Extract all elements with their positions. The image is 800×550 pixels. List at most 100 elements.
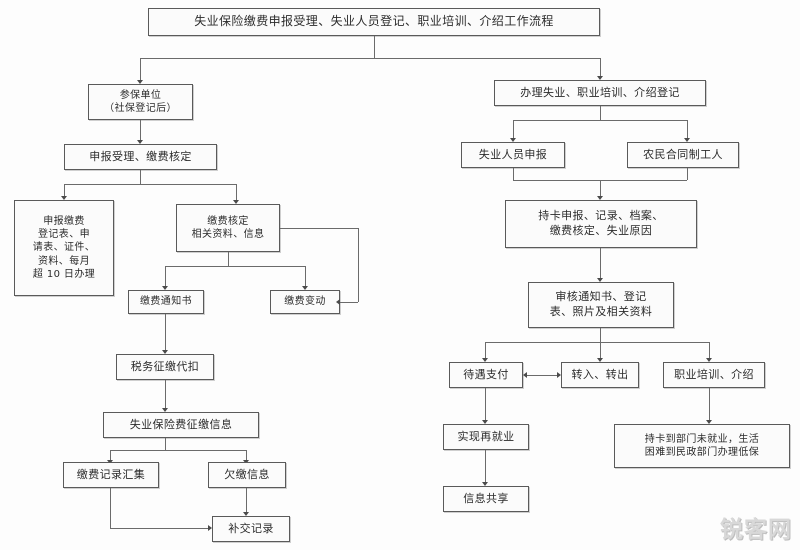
connector-pay-to-reemploy xyxy=(485,388,486,422)
connector-tax-to-feeinfo xyxy=(165,380,166,410)
connector-right-branch-drop xyxy=(600,58,601,78)
node-payment-change-label: 缴费变动 xyxy=(284,296,326,308)
arrow-handle-to-farmer xyxy=(684,138,690,142)
connector-jobless-down xyxy=(513,168,514,180)
node-fee-verification: 缴费核定 相关资料、信息 xyxy=(176,204,280,252)
node-training-intro-label: 职业培训、介绍 xyxy=(674,367,754,381)
node-benefit-payment: 待遇支付 xyxy=(449,362,523,388)
connector-notice-to-tax xyxy=(165,314,166,352)
node-transfer-in-out: 转入、转出 xyxy=(561,362,639,388)
arrow-notice-to-tax xyxy=(162,350,168,354)
arrow-record-to-supplement xyxy=(208,525,212,531)
node-title-bar: 失业保险缴费申报受理、失业人员登记、职业培训、介绍工作流程 xyxy=(148,8,600,36)
node-audit-notice-label: 审核通知书、登记 表、照片及相关资料 xyxy=(549,290,653,318)
connector-audit-stem xyxy=(600,328,601,342)
node-training-intro: 职业培训、介绍 xyxy=(663,362,765,388)
node-low-income-support: 持卡到部门未就业，生活 困难到民政部门办理低保 xyxy=(614,424,790,468)
arrow-change-loop xyxy=(336,299,340,305)
arrow-verify-to-change xyxy=(302,286,308,290)
connector-left-branch-drop xyxy=(140,58,141,82)
node-arrears-info-label: 欠缴信息 xyxy=(224,467,270,481)
arrow-card-to-audit xyxy=(597,278,603,282)
node-arrears-info: 欠缴信息 xyxy=(208,462,286,488)
connector-audit-to-pay xyxy=(485,342,486,360)
connector-record-elbow-across xyxy=(110,528,210,529)
arrow-left-branch xyxy=(137,80,143,84)
arrow-arrears-to-supplement xyxy=(243,512,249,516)
connector-card-to-audit xyxy=(600,248,601,280)
node-transfer-in-out-label: 转入、转出 xyxy=(571,367,629,381)
connector-arrears-to-supplement xyxy=(246,488,247,514)
node-tax-collection-label: 税务征缴代扣 xyxy=(130,359,200,373)
node-handle-registration: 办理失业、职业培训、介绍登记 xyxy=(494,80,706,106)
node-fee-verification-label: 缴费核定 相关资料、信息 xyxy=(191,215,265,240)
connector-handle-split xyxy=(513,120,687,121)
arrow-audit-to-training xyxy=(706,358,712,362)
connector-accept-to-docs xyxy=(64,184,65,198)
connector-unit-to-accept xyxy=(140,120,141,142)
node-insured-unit: 参保单位 （社保登记后） xyxy=(88,84,193,120)
connector-audit-to-training xyxy=(709,342,710,360)
connector-accept-stem xyxy=(140,170,141,184)
node-accept-verify: 申报受理、缴费核定 xyxy=(64,144,217,170)
node-payment-record-label: 缴费记录汇集 xyxy=(76,467,146,481)
node-payment-change: 缴费变动 xyxy=(270,290,340,314)
connector-reemploy-to-share xyxy=(485,450,486,484)
node-low-income-support-label: 持卡到部门未就业，生活 困难到民政部门办理低保 xyxy=(644,433,760,458)
node-tax-collection: 税务征缴代扣 xyxy=(116,354,214,380)
node-info-share: 信息共享 xyxy=(443,486,529,512)
node-declare-documents: 申报缴费 登记表、申 请表、证件、 资料、每月 超 10 日办理 xyxy=(14,200,114,296)
connector-accept-split xyxy=(64,184,236,185)
node-insured-unit-label: 参保单位 （社保登记后） xyxy=(104,89,177,114)
node-card-declare-label: 持卡申报、记录、档案、 缴费核定、失业原因 xyxy=(538,209,664,237)
connector-pay-transfer xyxy=(527,375,557,376)
connector-handle-stem xyxy=(600,106,601,120)
node-declare-documents-label: 申报缴费 登记表、申 请表、证件、 资料、每月 超 10 日办理 xyxy=(32,216,96,280)
arrow-accept-to-docs xyxy=(61,196,67,200)
arrow-tax-to-feeinfo xyxy=(162,408,168,412)
connector-verify-split xyxy=(165,266,305,267)
node-jobless-declare: 失业人员申报 xyxy=(461,142,565,168)
node-supplement-record: 补交记录 xyxy=(212,516,290,542)
node-title-bar-label: 失业保险缴费申报受理、失业人员登记、职业培训、介绍工作流程 xyxy=(194,14,554,29)
node-payment-notice-label: 缴费通知书 xyxy=(140,296,192,308)
connector-audit-split xyxy=(485,342,709,343)
connector-title-split xyxy=(140,58,600,59)
node-payment-notice: 缴费通知书 xyxy=(128,290,204,314)
arrow-verify-to-notice xyxy=(162,286,168,290)
connector-audit-to-transfer xyxy=(600,342,601,360)
connector-verify-to-notice xyxy=(165,266,166,288)
node-handle-registration-label: 办理失业、职业培训、介绍登记 xyxy=(520,85,680,99)
arrow-audit-to-pay xyxy=(482,358,488,362)
arrow-pay-to-reemploy xyxy=(482,420,488,424)
node-audit-notice: 审核通知书、登记 表、照片及相关资料 xyxy=(528,282,674,328)
node-benefit-payment-label: 待遇支付 xyxy=(463,367,509,381)
connector-feeinfo-to-record xyxy=(110,450,111,462)
arrow-handle-to-jobless xyxy=(510,138,516,142)
arrow-accept-to-verify xyxy=(233,200,239,204)
connector-verify-stem xyxy=(228,252,229,266)
node-fee-info: 失业保险费征缴信息 xyxy=(103,412,259,438)
connector-feeinfo-to-arrears xyxy=(246,450,247,462)
node-reemployment: 实现再就业 xyxy=(443,424,529,450)
connector-handle-to-farmer xyxy=(687,120,688,140)
arrow-audit-to-transfer xyxy=(597,358,603,362)
connector-verify-to-change xyxy=(305,266,306,288)
connector-handle-to-jobless xyxy=(513,120,514,140)
node-info-share-label: 信息共享 xyxy=(463,491,509,505)
arrow-right-branch xyxy=(597,76,603,80)
connector-merge-stem xyxy=(600,180,601,198)
node-payment-record: 缴费记录汇集 xyxy=(63,462,159,488)
node-accept-verify-label: 申报受理、缴费核定 xyxy=(89,149,192,163)
connector-accept-to-verify xyxy=(236,184,237,202)
node-reemployment-label: 实现再就业 xyxy=(457,429,515,443)
node-card-declare: 持卡申报、记录、档案、 缴费核定、失业原因 xyxy=(505,200,697,248)
arrow-pay-to-transfer xyxy=(557,372,561,378)
connector-feeinfo-stem xyxy=(165,438,166,450)
connector-training-to-lowincome xyxy=(709,388,710,422)
watermark: 锐客网 xyxy=(720,517,792,543)
node-jobless-declare-label: 失业人员申报 xyxy=(478,147,548,161)
arrow-transfer-to-pay xyxy=(523,372,527,378)
connector-change-loop-right xyxy=(358,228,359,302)
